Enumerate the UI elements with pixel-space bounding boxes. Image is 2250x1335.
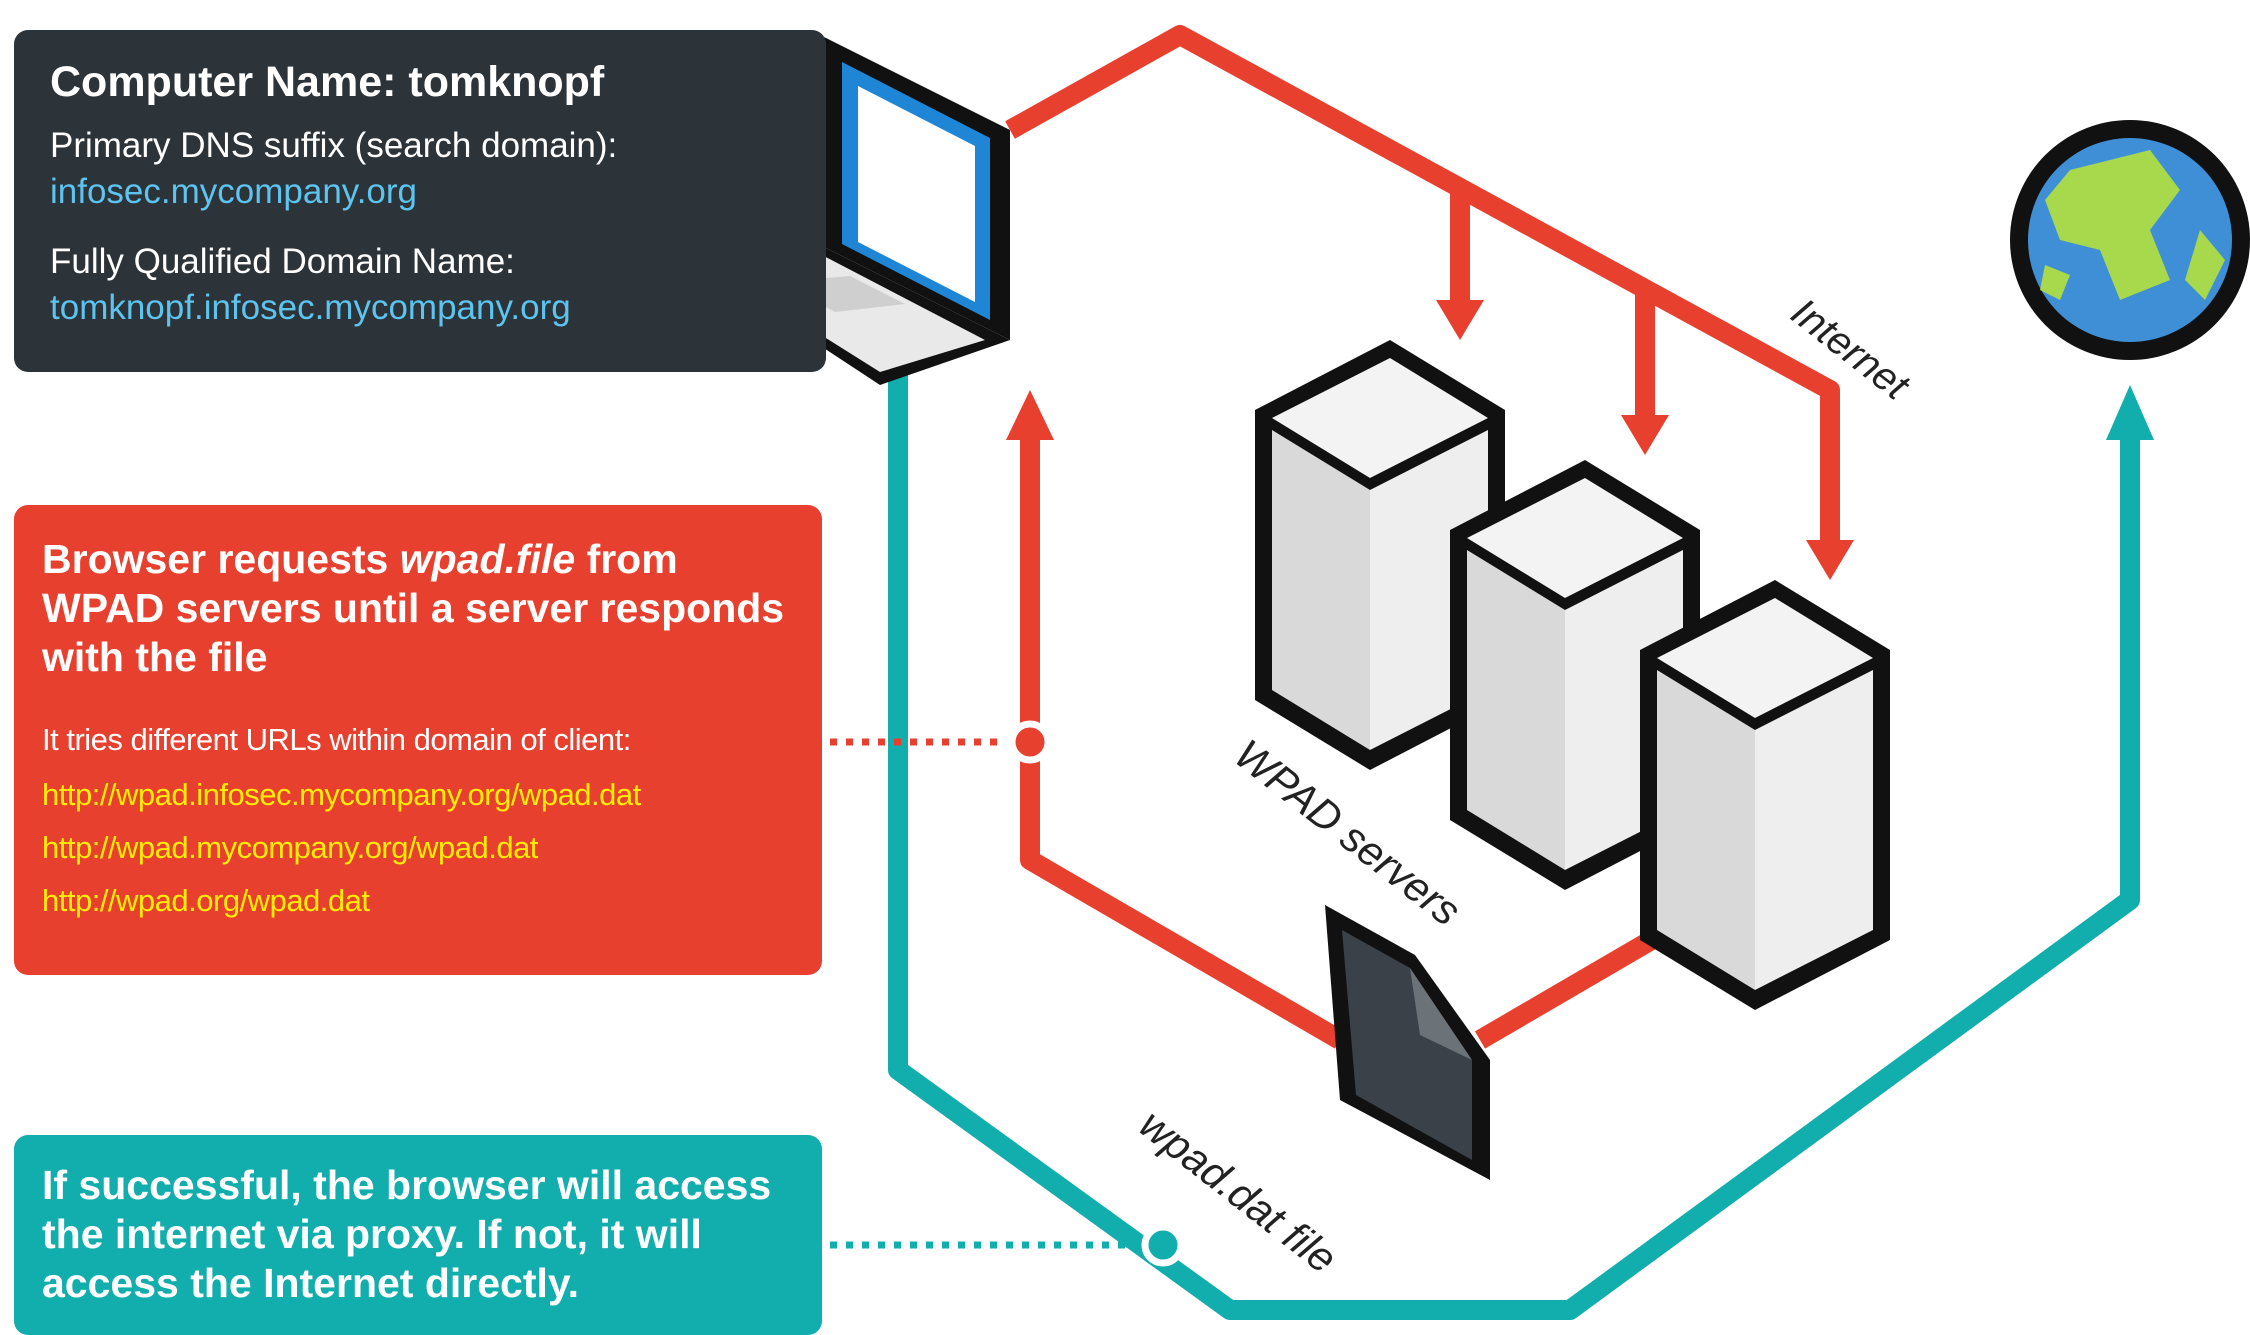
fqdn-value: tomknopf.infosec.mycompany.org <box>50 288 571 327</box>
red-arrowhead-2 <box>1621 415 1669 455</box>
wpad-request-panel: Browser requests wpad.file from WPAD ser… <box>14 505 822 975</box>
connector-dot-steps <box>1008 720 1052 764</box>
wpad-request-title: Browser requests wpad.file from WPAD ser… <box>42 535 794 682</box>
computer-name: Computer Name: tomknopf <box>50 58 605 106</box>
title-pre: Browser requests <box>42 536 400 582</box>
globe-icon <box>2010 120 2250 360</box>
dns-suffix-value: infosec.mycompany.org <box>50 172 418 211</box>
red-arrowhead-3 <box>1806 540 1854 580</box>
red-arrowhead-1 <box>1436 300 1484 340</box>
teal-direct-path <box>888 360 2140 1320</box>
connector-dot-result <box>1141 1223 1185 1267</box>
wpad-url-2: http://wpad.mycompany.org/wpad.dat <box>42 830 538 865</box>
dns-suffix-label: Primary DNS suffix (search domain): <box>50 126 618 165</box>
server-icon-3 <box>1640 580 1890 1010</box>
teal-arrowhead <box>2106 385 2154 440</box>
wpad-url-3: http://wpad.org/wpad.dat <box>42 883 370 918</box>
red-response-path <box>1020 430 1346 1049</box>
result-text: If successful, the browser will access t… <box>42 1162 772 1306</box>
wpad-url-1: http://wpad.infosec.mycompany.org/wpad.d… <box>42 777 641 812</box>
title-em: wpad.file <box>399 536 576 582</box>
title-post: from WPAD servers until a server respond… <box>42 536 785 680</box>
file-icon <box>1325 905 1490 1180</box>
fqdn-label: Fully Qualified Domain Name: <box>50 242 515 281</box>
red-up-arrowhead <box>1006 390 1054 440</box>
computer-info-panel: Computer Name: tomknopf Primary DNS suff… <box>14 30 826 372</box>
red-request-path <box>1005 25 1840 540</box>
result-panel: If successful, the browser will access t… <box>14 1135 822 1335</box>
wpad-request-subtitle: It tries different URLs within domain of… <box>42 722 631 757</box>
